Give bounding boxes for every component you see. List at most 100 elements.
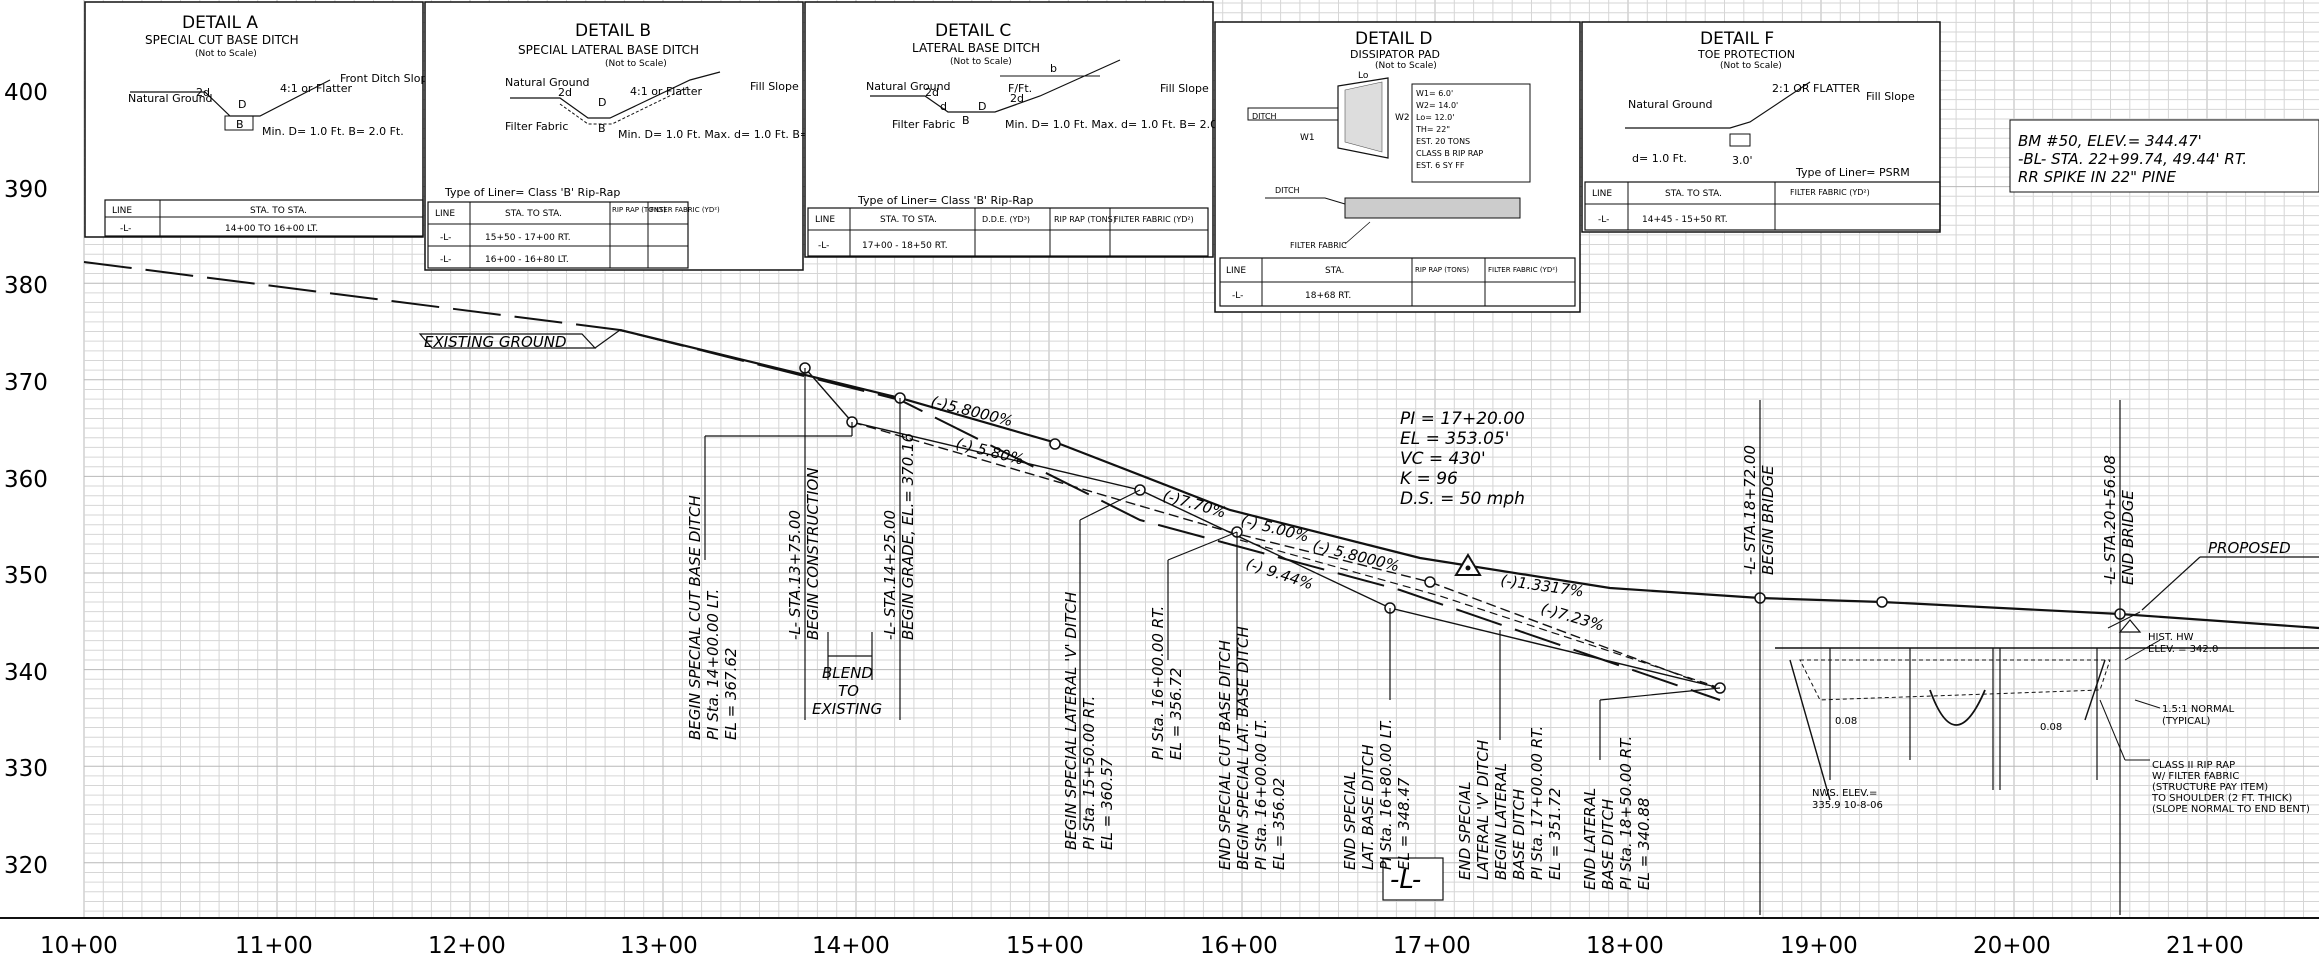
- curve-line: K = 96: [1400, 469, 1458, 489]
- label: Filter Fabric: [505, 120, 568, 133]
- table-header: STA. TO STA.: [1665, 189, 1722, 199]
- station-label: 15+00: [1006, 933, 1084, 959]
- bm-line: BM #50, ELEV.= 344.47': [2018, 132, 2202, 150]
- grade-label: (-) 9.44%: [1244, 555, 1316, 594]
- table-header: LINE: [112, 206, 132, 216]
- detail-title: DETAIL D: [1355, 29, 1433, 49]
- station-label: 20+00: [1973, 933, 2051, 959]
- profile-lines: [83, 261, 2319, 701]
- pvi-point: [1424, 576, 1436, 588]
- station-label: 18+00: [1586, 933, 1664, 959]
- ann-line: BEGIN SPECIAL CUT BASE DITCH: [686, 495, 704, 740]
- label: Fill Slope: [1866, 90, 1915, 103]
- liner-note: Type of Liner= Class 'B' Rip-Rap: [444, 186, 620, 199]
- spec-line: CLASS B RIP RAP: [1416, 149, 1483, 158]
- pvi-point: [1876, 596, 1888, 608]
- bridge-section: [1775, 611, 2319, 801]
- ann-line: BEGIN LATERAL: [1492, 763, 1510, 880]
- spec-line: W2= 14.0': [1416, 101, 1458, 110]
- benchmark-box: [2009, 119, 2319, 193]
- ann-line: EL = 351.72: [1546, 788, 1564, 880]
- label: D: [238, 98, 246, 111]
- label: 4:1 or Flatter: [630, 85, 702, 98]
- table-cell: -L-: [1232, 291, 1243, 301]
- note-line: (STRUCTURE PAY ITEM): [2152, 782, 2268, 793]
- line-label: -L-: [1390, 865, 1421, 895]
- label: FILTER FABRIC: [1290, 241, 1347, 250]
- detail-title: DETAIL F: [1700, 29, 1774, 49]
- ann-line: BASE DITCH: [1510, 789, 1528, 880]
- station-label: 17+00: [1393, 933, 1471, 959]
- station-label: 13+00: [620, 933, 698, 959]
- ann-line: -L- STA.18+72.00: [1741, 445, 1759, 575]
- spec-line: TH= 22": [1415, 125, 1450, 134]
- label: Natural Ground: [505, 76, 590, 89]
- station-label: 16+00: [1200, 933, 1278, 959]
- label: DITCH: [1252, 112, 1277, 121]
- note-line: NWS. ELEV.=: [1812, 788, 1877, 799]
- label: D: [978, 100, 986, 113]
- vertical-curve-data: PI = 17+20.00 EL = 353.05' VC = 430' K =…: [1400, 409, 1525, 509]
- label: B: [598, 122, 606, 135]
- label: DITCH: [1275, 186, 1300, 195]
- blend-line: EXISTING: [812, 700, 882, 718]
- table-header: STA. TO STA.: [250, 206, 307, 216]
- table-cell: -L-: [818, 241, 829, 251]
- station-label: 21+00: [2166, 933, 2244, 959]
- label: B: [962, 114, 970, 127]
- elev-label: 370: [4, 370, 48, 396]
- elev-label: 380: [4, 273, 48, 299]
- label: 2d: [558, 86, 572, 99]
- detail-scale: (Not to Scale): [605, 59, 667, 69]
- detail-subtitle: TOE PROTECTION: [1697, 48, 1795, 61]
- table-cell: 15+50 - 17+00 RT.: [485, 233, 571, 243]
- elev-label: 320: [4, 853, 48, 879]
- detail-title: DETAIL A: [182, 13, 258, 33]
- pvi-triangle: [1454, 553, 1482, 576]
- label: 2d: [196, 86, 210, 99]
- note-line: (SLOPE NORMAL TO END BENT): [2152, 804, 2310, 815]
- label: 2d: [1010, 92, 1024, 105]
- label: Min. D= 1.0 Ft. B= 2.0 Ft.: [262, 125, 404, 138]
- bm-line: RR SPIKE IN 22" PINE: [2018, 168, 2177, 186]
- detail-scale: (Not to Scale): [1720, 61, 1782, 71]
- detail-subtitle: SPECIAL CUT BASE DITCH: [145, 33, 299, 47]
- table-cell: 17+00 - 18+50 RT.: [862, 241, 948, 251]
- ann-line: LATERAL 'V' DITCH: [1474, 740, 1492, 880]
- label: Min. D= 1.0 Ft. Max. d= 1.0 Ft. B= 2.0 F…: [618, 128, 848, 141]
- elev-label: 340: [4, 660, 48, 686]
- label: W1: [1300, 133, 1315, 143]
- detail-title: DETAIL B: [575, 21, 651, 41]
- table-header: LINE: [1226, 266, 1246, 276]
- elev-label: 330: [4, 756, 48, 782]
- label: W2: [1395, 113, 1410, 123]
- detail-scale: (Not to Scale): [1375, 61, 1437, 71]
- proposed-tag: PROPOSED: [2141, 539, 2319, 611]
- table-header: FILTER FABRIC (YD²): [650, 206, 720, 214]
- table-cell: 14+45 - 15+50 RT.: [1642, 215, 1728, 225]
- ann-line: LAT. BASE DITCH: [1359, 744, 1377, 870]
- label: Fill Slope: [750, 80, 799, 93]
- detail-b: DETAIL B SPECIAL LATERAL BASE DITCH (Not…: [424, 1, 848, 271]
- detail-c: DETAIL C LATERAL BASE DITCH (Not to Scal…: [804, 1, 1293, 258]
- table-cell: -L-: [440, 233, 451, 243]
- blend-note: BLEND TO EXISTING: [812, 664, 882, 718]
- ann-line: EL = 356.72: [1167, 668, 1185, 760]
- elev-label: 400: [4, 80, 48, 106]
- label: 2:1 OR FLATTER: [1772, 82, 1861, 95]
- label: b: [1050, 62, 1057, 75]
- ann-line: PI Sta. 18+50.00 RT.: [1617, 736, 1635, 890]
- table-header: RIP RAP (TONS): [1415, 266, 1469, 274]
- table-header: LINE: [435, 209, 455, 219]
- note-line: 1.5:1 NORMAL: [2162, 704, 2235, 715]
- label: F/Ft.: [1008, 82, 1032, 95]
- proposed-label: PROPOSED: [2208, 539, 2291, 557]
- note-line: W/ FILTER FABRIC: [2152, 771, 2239, 782]
- table-header: STA.: [1325, 266, 1344, 276]
- table-cell: 18+68 RT.: [1305, 291, 1351, 301]
- ann-line: BEGIN GRADE, EL.= 370.16: [899, 433, 917, 640]
- ann-line: EL = 367.62: [722, 648, 740, 740]
- leader-lines: [704, 368, 2121, 915]
- ann-line: PI Sta. 14+00.00 LT.: [704, 589, 722, 740]
